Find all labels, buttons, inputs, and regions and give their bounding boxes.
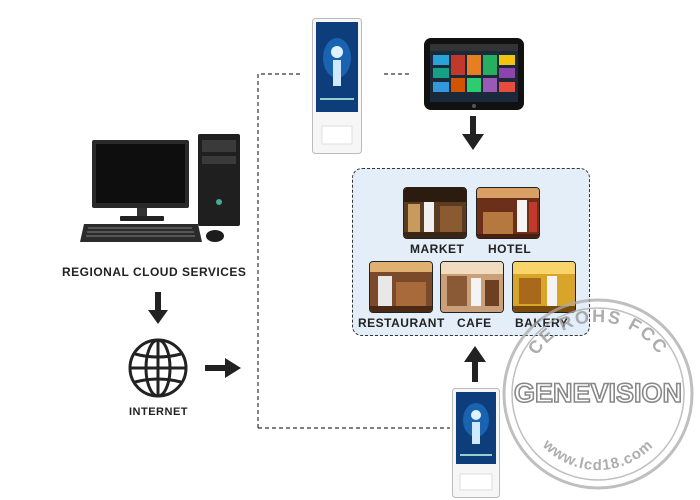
hotel-photo [476,187,540,239]
globe-icon [128,338,188,398]
hotel-label: HOTEL [488,242,532,256]
kiosk-display-icon [312,18,362,154]
svg-text:www.lcd18.com: www.lcd18.com [539,436,657,474]
arrow-right-icon [205,358,241,378]
watermark-ring-text: CE ROHS FCC [524,306,670,358]
svg-text:CE ROHS FCC: CE ROHS FCC [524,306,672,358]
market-photo [403,187,467,239]
arrow-down-icon [462,116,484,150]
kiosk-display-icon [452,388,500,498]
bakery-photo [512,261,576,313]
arrow-up-icon [464,346,486,382]
watermark-stamp: CE ROHS FCC www.lcd18.com GENEVISION [502,298,694,490]
restaurant-label: RESTAURANT [358,316,445,330]
restaurant-photo [369,261,433,313]
desktop-computer-icon [80,134,240,242]
cloud-label: REGIONAL CLOUD SERVICES [62,265,247,279]
tablet-icon [424,38,524,110]
cafe-label: CAFE [457,316,492,330]
arrow-down-icon [148,292,168,324]
internet-label: INTERNET [129,406,188,418]
cafe-photo [440,261,504,313]
watermark-url: www.lcd18.com [539,436,656,474]
watermark-brand: GENEVISION [514,378,682,408]
market-label: MARKET [410,242,465,256]
